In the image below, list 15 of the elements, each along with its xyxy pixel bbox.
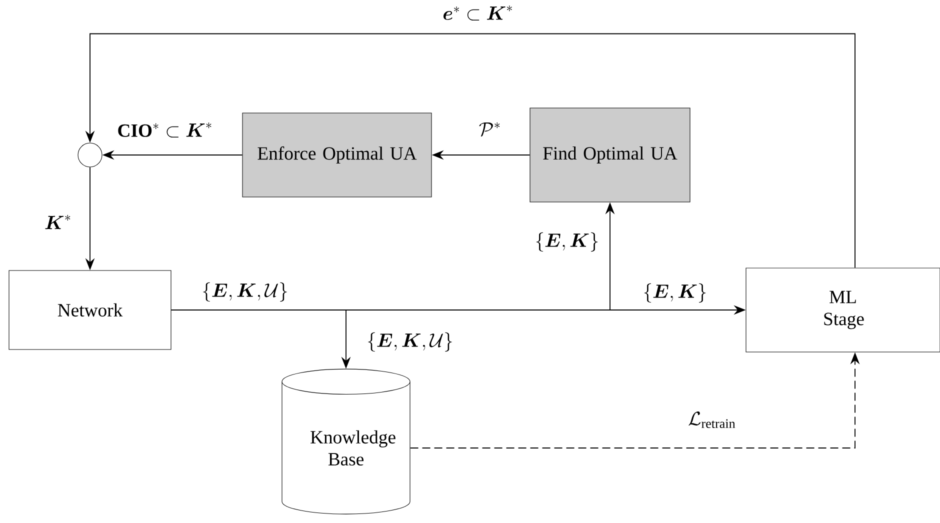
junction-circle [78,142,102,168]
edge-label: $\mathcal{L}_{\mathrm{retrain}}$ [686,410,738,430]
edge-label: $\boldsymbol{e}^{*} \subset \boldsymbol{K}^{*}$ [441,4,515,22]
database-cylinder: Knowledge Base [282,368,410,514]
process-box: ML Stage [746,268,940,352]
edge-label: $\mathbf{CIO}^{*} \subset \boldsymbol{K}^{*}$ [116,121,214,139]
edge-label: $\{\boldsymbol{E},\boldsymbol{K},\mathcal{U}\}$ [365,331,455,353]
edge-label: $\{\boldsymbol{E},\boldsymbol{K}\}$ [642,282,708,304]
process-box: Enforce Optimal UA [242,112,432,198]
edge-label: $\boldsymbol{K}^{*}$ [43,214,73,230]
flow-label: $\{\boldsymbol{E},\boldsymbol{K},\mathcal{U}\}$ [200,281,290,303]
process-box: Network [8,270,172,350]
edge-label: $\{\boldsymbol{E},\boldsymbol{K}\}$ [534,231,600,253]
process-box: Find Optimal UA [530,108,690,202]
edge-label: $\mathcal{P}^{*}$ [478,121,502,137]
